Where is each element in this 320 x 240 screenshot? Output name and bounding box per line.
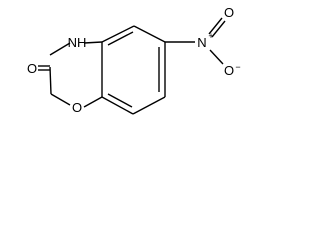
bond-c2-ring-o <box>50 93 71 106</box>
aromatic-inner-bottom <box>107 93 133 108</box>
bond-c7-c8 <box>132 96 166 115</box>
bond-nitro-n-o-top-2 <box>211 20 226 38</box>
aromatic-inner-top <box>107 31 134 46</box>
bond-c8-c8a <box>101 96 134 115</box>
bond-nitro-n-o-bottom <box>209 49 224 65</box>
atom-label-nitro-n: N <box>197 35 206 50</box>
atom-label-nitro-o-single: O <box>224 63 234 78</box>
chemical-structure: NH O O N + O O − <box>27 5 241 115</box>
bond-c4a-c5 <box>101 25 135 43</box>
bond-n-c3 <box>49 42 71 56</box>
atom-label-nitro-o-double: O <box>224 5 234 20</box>
atom-label-carbonyl-o: O <box>27 61 37 76</box>
atom-label-ring-o: O <box>72 100 82 115</box>
charge-label-nitro-o: − <box>235 62 240 72</box>
atom-label-nh: NH <box>68 35 87 50</box>
bond-c3-c2 <box>49 66 52 95</box>
bond-nitro-n-o-top-1 <box>208 17 223 35</box>
bond-ring-o-c8a <box>83 96 103 108</box>
charge-label-nitro-n: + <box>208 31 213 41</box>
bond-c5-c6 <box>133 25 166 43</box>
bond-n-c4a <box>83 41 103 44</box>
